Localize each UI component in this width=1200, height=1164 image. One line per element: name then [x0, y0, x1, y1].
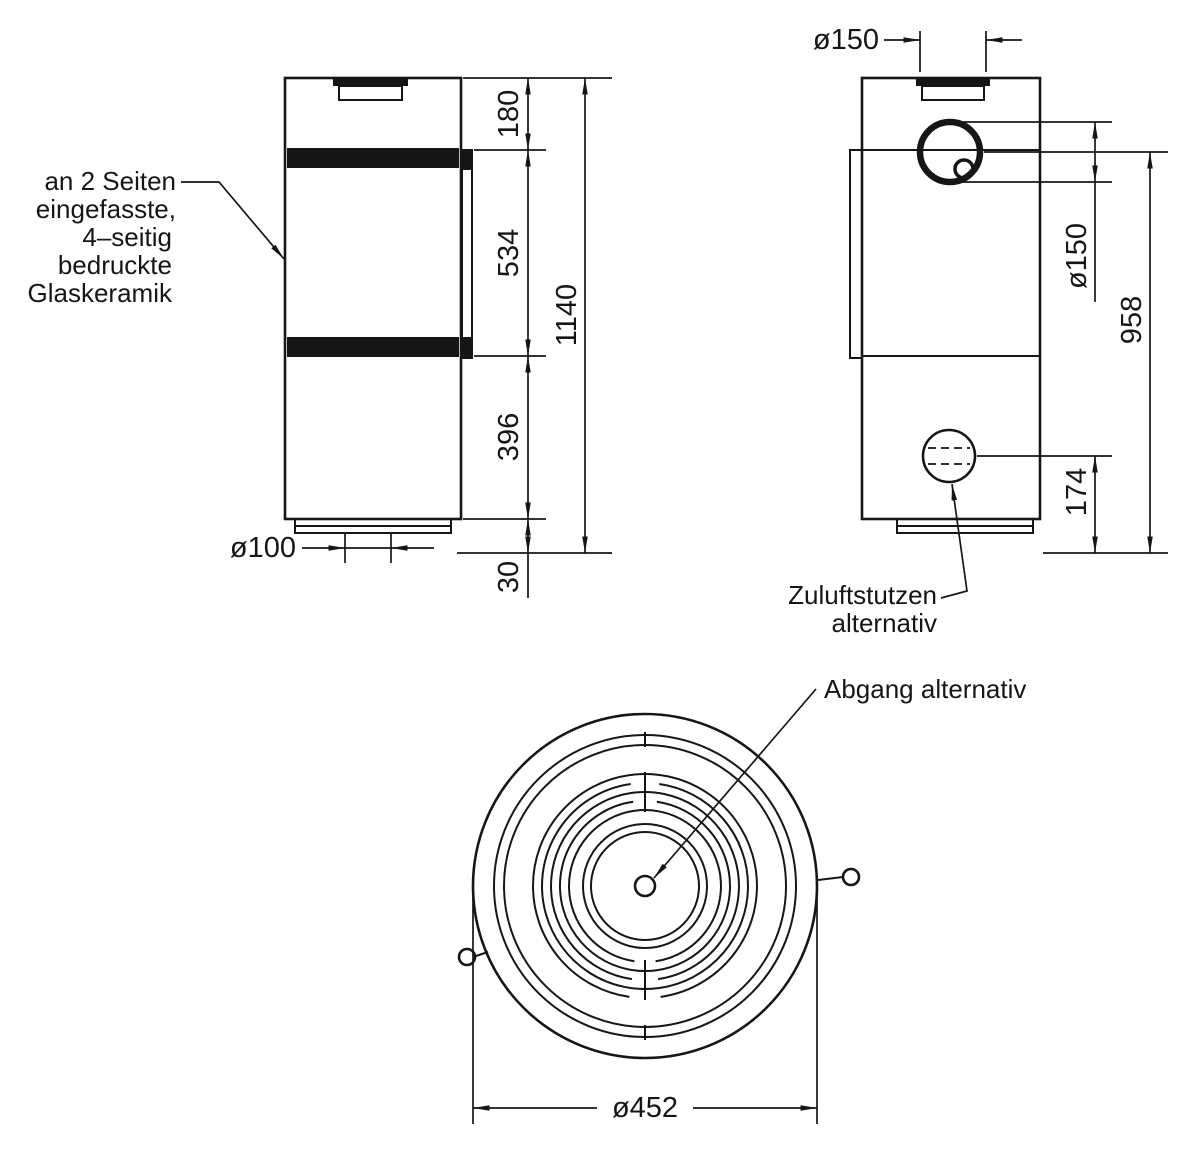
top-handles: [457, 867, 861, 967]
dim-534-label: 534: [493, 229, 525, 277]
handle-link-left: [475, 951, 489, 957]
side-door-strip: [849, 149, 863, 359]
glass-note-line-3: 4–seitig: [82, 222, 172, 252]
glass-note: an 2 Seiten eingefasste, 4–seitig bedruc…: [28, 166, 285, 308]
dim-30-label: 30: [493, 561, 525, 593]
side-174-dim: 174: [977, 455, 1112, 553]
side-958-dim: 958: [984, 151, 1168, 554]
rear-flue-outlet-circle: [916, 118, 984, 186]
glass-note-line-4: bedruckte: [58, 250, 172, 280]
outlet-note: Abgang alternativ: [653, 674, 1026, 879]
side-body-outline: [860, 76, 1042, 521]
handle-left: [457, 947, 477, 967]
dim-180-label: 180: [493, 90, 525, 138]
dim-d100-label: ø100: [230, 532, 296, 564]
front-dimensions: 180 534 396 30 1140: [457, 77, 612, 598]
front-glass-top-band: [287, 148, 459, 168]
top-inner-circle-inner: [590, 831, 700, 941]
glass-note-line-1: an 2 Seiten: [44, 166, 176, 196]
handle-link-right: [817, 876, 844, 881]
labyrinth-arc-2: [558, 800, 732, 972]
front-body-outline: [283, 76, 463, 521]
side-flue-collar-flange: [916, 78, 990, 86]
front-flue-collar: [338, 85, 403, 101]
front-floor-outlet-dim: ø100: [230, 532, 434, 564]
outlet-note-label: Abgang alternativ: [824, 674, 1026, 704]
top-center-outlet-circle: [633, 874, 657, 898]
air-inlet-note: Zuluftstutzen alternativ: [788, 483, 968, 638]
side-flue-collar: [921, 85, 985, 101]
dim-1140-label: 1140: [551, 284, 583, 346]
dim-958-label: 958: [1116, 296, 1148, 344]
side-flue-top-dim: ø150: [813, 24, 1022, 72]
side-flue-rear-dim: ø150: [953, 121, 1112, 302]
front-view: an 2 Seiten eingefasste, 4–seitig bedruc…: [28, 76, 612, 598]
labyrinth-arc-3: [549, 791, 740, 981]
air-inlet-leader: [940, 483, 968, 599]
air-inlet-note-line-1: Zuluftstutzen: [788, 580, 937, 610]
front-flue-collar-flange: [333, 78, 408, 86]
outlet-leader: [653, 688, 817, 879]
top-outer-circle: [471, 712, 819, 1060]
front-side-glass-strip: [461, 149, 473, 359]
dim-d452-label: ø452: [612, 1092, 678, 1124]
air-inlet-note-line-2: alternativ: [832, 608, 938, 638]
rear-flue-detail-circle: [953, 158, 975, 180]
top-labyrinth-pattern: [531, 772, 758, 1000]
labyrinth-arc-4: [541, 783, 750, 990]
side-view: ø150 ø150 958 174 Zuluftstutzen alternat…: [788, 24, 1168, 638]
handle-right: [841, 867, 861, 887]
front-side-strip-bottom-band: [462, 337, 472, 357]
glass-note-line-2: eingefasste,: [36, 194, 176, 224]
top-inner-circle-outer: [582, 823, 708, 949]
dim-d150-top-label: ø150: [813, 24, 879, 56]
top-d452-dim: ø452: [472, 898, 818, 1124]
dim-174-label: 174: [1061, 468, 1093, 516]
labyrinth-arc-5: [531, 773, 758, 998]
glass-note-line-5: Glaskeramik: [28, 278, 173, 308]
front-side-strip-top-band: [462, 150, 472, 170]
air-inlet-circle: [921, 428, 977, 484]
front-glass-bottom-band: [287, 337, 459, 357]
dim-396-label: 396: [493, 413, 525, 461]
top-view: Abgang alternativ ø452: [457, 674, 1026, 1124]
glass-note-leader: [181, 181, 285, 260]
labyrinth-arc-1: [567, 809, 722, 963]
dim-d150-rear-label: ø150: [1061, 223, 1093, 289]
